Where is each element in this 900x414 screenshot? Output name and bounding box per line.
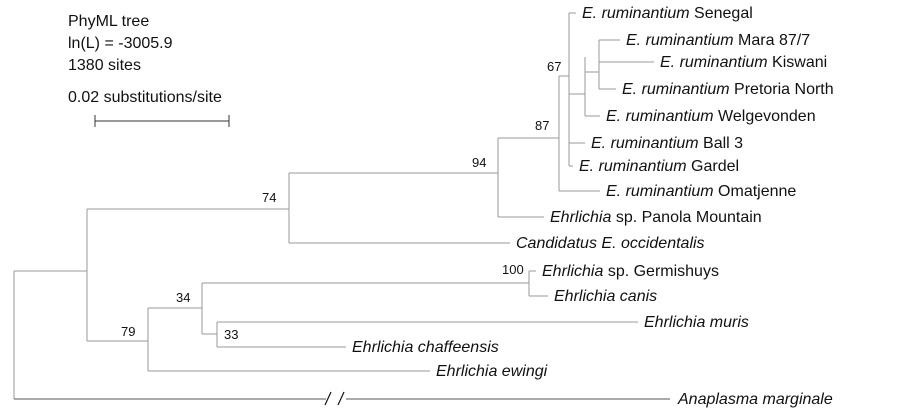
taxon-label: E. ruminantium Omatjenne <box>606 183 796 200</box>
sites-label: 1380 sites <box>68 57 141 74</box>
support-value: 94 <box>472 155 486 170</box>
taxon-label: E. ruminantium Kiswani <box>660 54 827 71</box>
taxon-label: E. ruminantium Senegal <box>582 5 753 22</box>
taxon-label: Anaplasma marginale <box>677 391 833 408</box>
taxon-label: Candidatus E. occidentalis <box>516 235 705 252</box>
support-value: 87 <box>535 118 549 133</box>
support-value: 34 <box>176 290 190 305</box>
taxon-label: Ehrlichia canis <box>554 288 657 305</box>
taxon-label: Ehrlichia chaffeensis <box>352 339 499 356</box>
support-value: 33 <box>224 327 238 342</box>
program-label: PhyML tree <box>68 13 149 30</box>
support-value: 100 <box>502 262 524 277</box>
support-value: 67 <box>547 59 561 74</box>
scale-bar <box>94 115 230 127</box>
scale-bar-label: 0.02 substitutions/site <box>68 89 222 106</box>
taxon-label: Ehrlichia muris <box>644 314 749 331</box>
taxon-label: E. ruminantium Gardel <box>579 158 739 175</box>
support-value: 79 <box>121 324 135 339</box>
taxon-label: E. ruminantium Mara 87/7 <box>626 32 810 49</box>
taxon-label: Ehrlichia ewingi <box>436 363 548 380</box>
taxon-labels: E. ruminantium Senegal E. ruminantium Ma… <box>352 5 834 408</box>
taxon-label: E. ruminantium Welgevonden <box>606 108 816 125</box>
taxon-label: E. ruminantium Pretoria North <box>622 81 834 98</box>
taxon-label: E. ruminantium Ball 3 <box>591 135 743 152</box>
support-value: 74 <box>262 190 276 205</box>
support-values: 67 87 94 74 100 34 33 79 <box>121 59 561 342</box>
taxon-label: Ehrlichia sp. Germishuys <box>542 263 719 280</box>
likelihood-label: ln(L) = -3005.9 <box>68 35 173 52</box>
tree-branches <box>13 12 670 406</box>
taxon-label: Ehrlichia sp. Panola Mountain <box>550 209 762 226</box>
